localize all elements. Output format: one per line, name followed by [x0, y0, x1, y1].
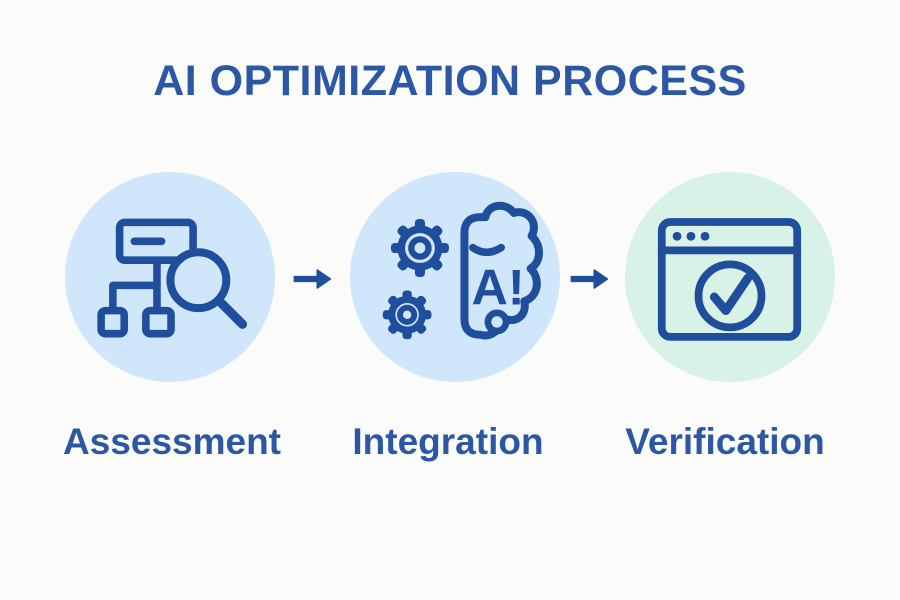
- verification-circle: [625, 172, 835, 382]
- gear-icon: [382, 290, 432, 340]
- browser-checkmark-icon: [657, 218, 802, 341]
- integration-circle: A!: [350, 172, 560, 382]
- ai-brain-icon: A!: [460, 201, 543, 340]
- step-label-integration: Integration: [352, 421, 544, 462]
- gear-icon: [390, 219, 449, 277]
- gears-ai-brain-icon: A!: [382, 201, 543, 340]
- flowchart-search-icon: [97, 218, 248, 338]
- brain-ai-text: A!: [471, 258, 524, 315]
- assessment-circle: [65, 172, 275, 382]
- browser-dots-icon: [672, 231, 710, 241]
- page-title: AI OPTIMIZATION PROCESS: [153, 57, 747, 105]
- step-label-verification: Verification: [625, 421, 825, 462]
- right-arrow-icon: [293, 269, 332, 289]
- step-label-assessment: Assessment: [62, 421, 281, 462]
- right-arrow-icon: [570, 269, 609, 289]
